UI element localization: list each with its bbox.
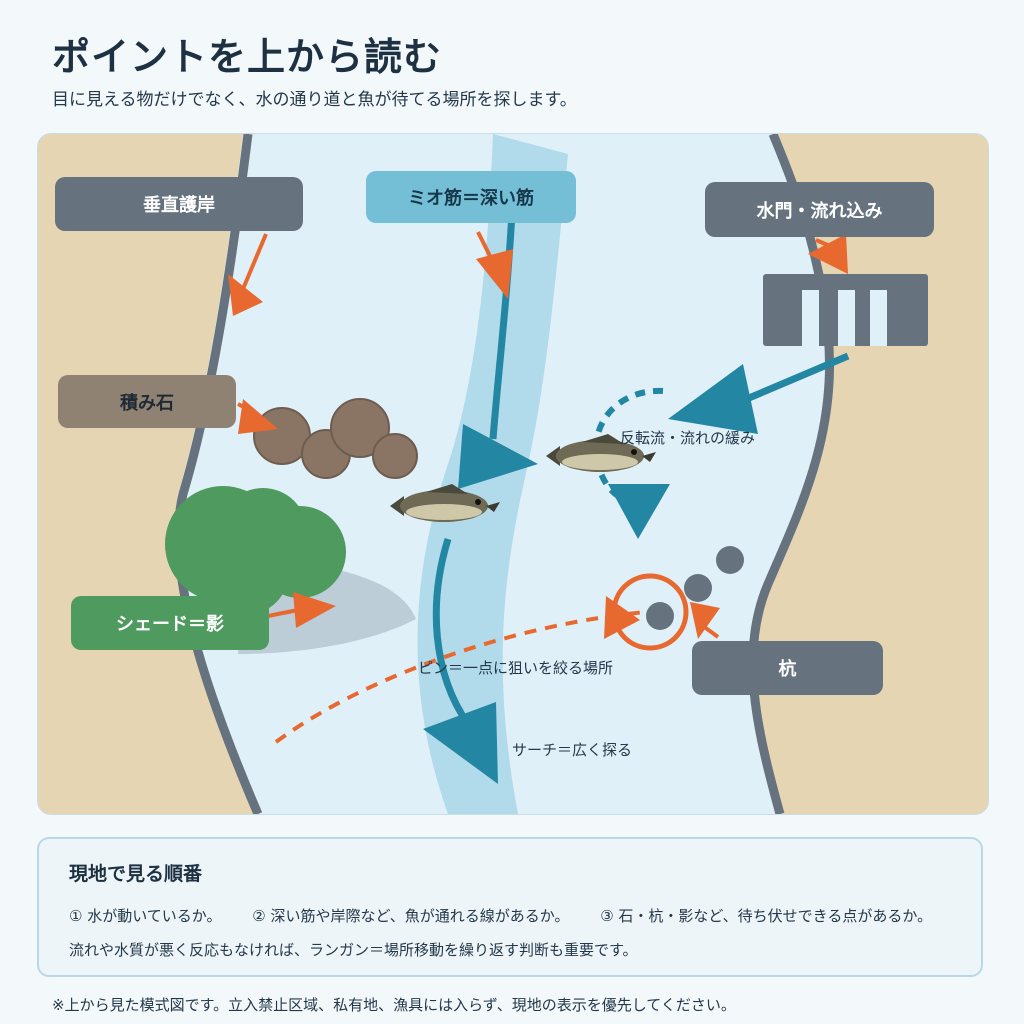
map-illustration [165,134,928,814]
label-pile: 杭 [692,641,883,695]
inflow-arrow [668,364,758,434]
left-bank-line [174,134,263,814]
tree-icon [165,486,346,614]
steps-panel: 現地で見る順番 ① 水が動いているか。 ② 深い筋や岸際など、魚が通れる線がある… [37,837,983,977]
label-mio: ミオ筋＝深い筋 [366,171,576,223]
mio-flow-arrow [458,424,538,489]
label-stones: 積み石 [58,375,236,428]
label-shade: シェード＝影 [71,596,269,650]
fish-icon [546,434,656,472]
step-item: ① 水が動いているか。 [69,907,222,925]
point-map: 垂直護岸 ミオ筋＝深い筋 水門・流れ込み 積み石 シェード＝影 杭 反転流・流れ… [37,133,989,815]
mio-flow-line [489,193,517,440]
sluice-gate-icon [763,274,928,346]
steps-heading: 現地で見る順番 [69,863,203,885]
footer-note: ※上から見た模式図です。立入禁止区域、私有地、漁具には入らず、現地の表示を優先し… [52,996,736,1014]
step-item: ② 深い筋や岸際など、魚が通れる線があるか。 [252,907,570,925]
steps-note: 流れや水質が悪く反応もなければ、ランガン＝場所移動を繰り返す判断も重要です。 [69,941,638,959]
step-item: ③ 石・杭・影など、待ち伏せできる点があるか。 [600,907,933,925]
pointer-arrows [228,231,848,639]
pin-text: ピン＝一点に狙いを絞る場所 [418,659,614,677]
label-vertical-bank: 垂直護岸 [55,177,303,231]
page-subtitle: 目に見える物だけでなく、水の通り道と魚が待てる場所を探します。 [52,90,577,110]
cast-line [274,610,647,744]
page-title: ポイントを上から読む [52,35,443,79]
eddy-arrow [608,484,670,539]
pile-icon [646,546,744,630]
main-flow-arrow [423,702,498,784]
steps-list: ① 水が動いているか。 ② 深い筋や岸際など、魚が通れる線があるか。 ③ 石・杭… [69,905,958,926]
eddy-text: 反転流・流れの緩み [620,429,756,447]
label-sluice: 水門・流れ込み [705,182,934,237]
fish-icon [390,484,500,522]
search-text: サーチ＝広く探る [512,741,633,759]
